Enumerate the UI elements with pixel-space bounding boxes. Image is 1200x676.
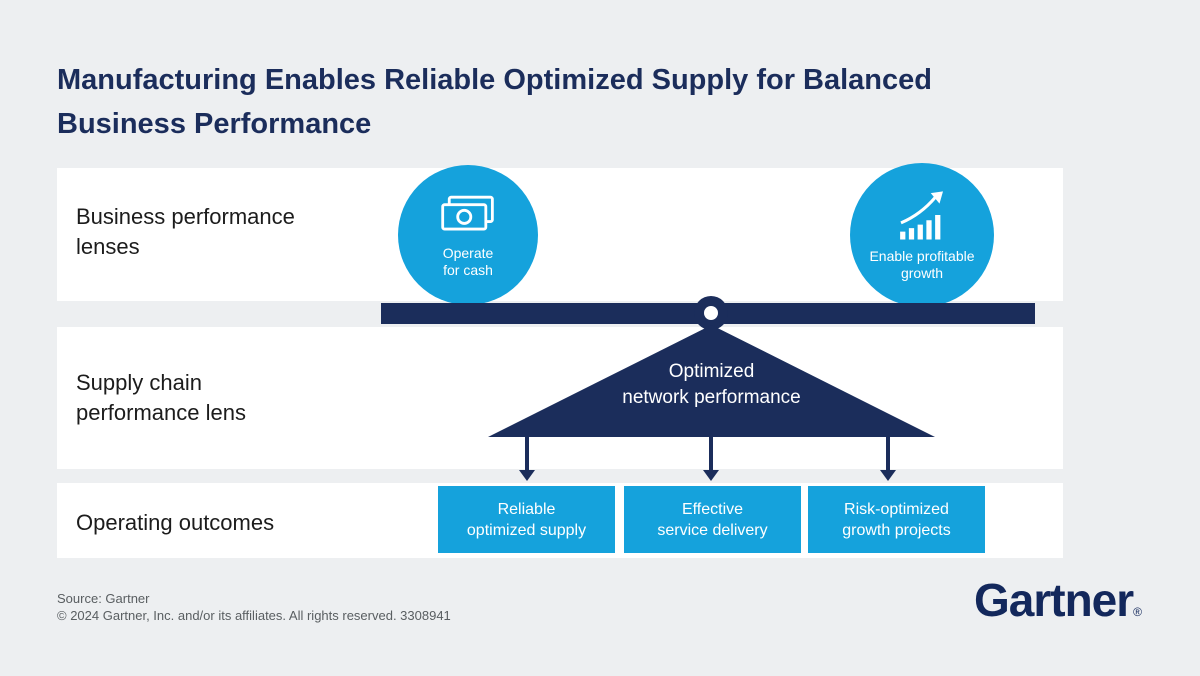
growth-icon [894, 189, 950, 241]
lens-circle-operate-for-cash: Operate for cash [398, 165, 538, 305]
outcome-label-line1: Reliable [497, 500, 556, 518]
lens-label-operate-for-cash: Operate for cash [443, 245, 494, 279]
down-arrow-3 [880, 437, 896, 481]
lens-label-line1: Enable profitable [869, 247, 975, 264]
pivot-hole [704, 306, 718, 320]
outcome-box-effective-service-delivery: Effective service delivery [624, 486, 801, 553]
down-arrow-1 [519, 437, 535, 481]
band-supply-chain [57, 327, 1063, 469]
down-arrow-2 [703, 437, 719, 481]
gartner-logo: Gartner® [974, 576, 1142, 636]
row-label-business-performance-lenses: Business performance lenses [76, 204, 295, 259]
outcome-label-line1: Risk-optimized [844, 500, 949, 518]
lens-label-line2: for cash [443, 261, 493, 278]
page-title: Manufacturing Enables Reliable Optimized… [57, 64, 932, 140]
outcome-box-risk-optimized-growth-projects: Risk-optimized growth projects [808, 486, 985, 553]
lens-label-line1: Operate [442, 244, 494, 261]
registered-mark: ® [1133, 605, 1142, 619]
fulcrum-label: Optimized network performance [488, 359, 935, 411]
fulcrum-label-line2: network performance [622, 387, 801, 408]
footer-copyright: © 2024 Gartner, Inc. and/or its affiliat… [57, 608, 451, 623]
lens-circle-enable-profitable-growth: Enable profitable growth [850, 163, 994, 307]
outcome-label-line2: service delivery [657, 521, 768, 539]
row-label-operating-outcomes: Operating outcomes [76, 510, 275, 535]
footer-source: Source: Gartner [57, 591, 150, 606]
row-label-supply-chain-performance-lens: Supply chain performance lens [76, 370, 246, 425]
outcome-label-line2: growth projects [842, 521, 951, 539]
outcome-label-line2: optimized supply [466, 521, 587, 539]
lens-label-line2: growth [900, 264, 943, 281]
fulcrum-label-line1: Optimized [668, 361, 755, 382]
gartner-logo-text: Gartner [973, 574, 1134, 626]
lens-label-enable-profitable-growth: Enable profitable growth [869, 248, 974, 282]
outcome-label-line1: Effective [681, 500, 744, 518]
outcome-box-reliable-optimized-supply: Reliable optimized supply [438, 486, 615, 553]
cash-icon [438, 192, 498, 238]
